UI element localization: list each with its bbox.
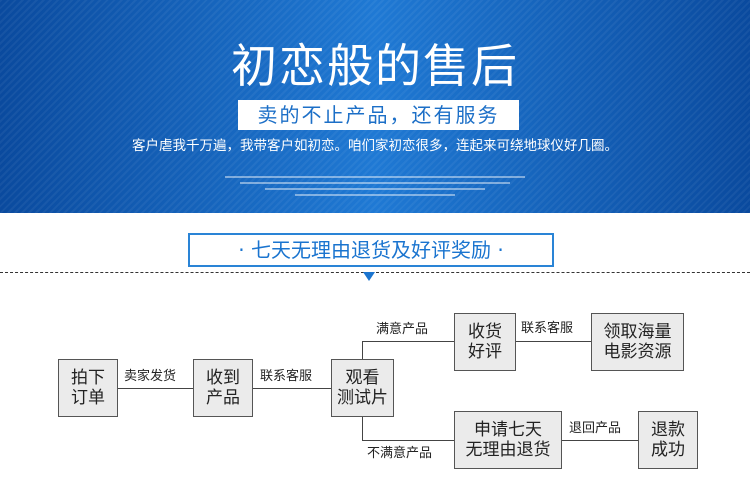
node-apply-return: 申请七天 无理由退货 bbox=[454, 411, 562, 469]
decorative-fine-text-line bbox=[0, 163, 750, 178]
node-refund-success-line-2: 成功 bbox=[651, 440, 685, 460]
node-good-review-line-1: 收货 bbox=[468, 322, 502, 342]
edge-label-satisfied: 满意产品 bbox=[376, 322, 429, 337]
banner-subtitle: 卖的不止产品，还有服务 bbox=[257, 103, 500, 127]
node-claim-reward-line-2: 电影资源 bbox=[603, 342, 672, 362]
connector-branch-vertical bbox=[362, 341, 363, 359]
section-heading: · 七天无理由退货及好评奖励 · bbox=[188, 233, 554, 267]
edge-label-seller-ship: 卖家发货 bbox=[124, 369, 177, 384]
node-refund-success-line-1: 退款 bbox=[651, 420, 685, 440]
banner-description: 客户虐我千万遍，我带客户如初恋。咱们家初恋很多，连起来可绕地球仪好几圈。 bbox=[132, 138, 618, 154]
node-place-order-line-2: 订单 bbox=[71, 388, 105, 408]
node-watch-test-film-line-2: 测试片 bbox=[337, 388, 388, 408]
node-receive-product-line-1: 收到 bbox=[206, 368, 240, 388]
node-refund-success: 退款 成功 bbox=[638, 411, 698, 469]
decorative-fine-text-line bbox=[0, 169, 750, 184]
node-apply-return-line-1: 申请七天 bbox=[474, 420, 542, 440]
edge-label-return-product: 退回产品 bbox=[569, 421, 622, 436]
connector-return-to-refund bbox=[562, 440, 638, 441]
node-claim-reward: 领取海量 电影资源 bbox=[591, 313, 684, 371]
node-claim-reward-line-1: 领取海量 bbox=[603, 322, 672, 342]
decorative-fine-text-line bbox=[0, 175, 750, 190]
node-receive-product: 收到 产品 bbox=[193, 359, 253, 417]
node-receive-product-line-2: 产品 bbox=[206, 388, 240, 408]
node-place-order: 拍下 订单 bbox=[58, 359, 118, 417]
connector-review-to-reward bbox=[516, 341, 591, 342]
connector-receive-to-watch bbox=[253, 388, 331, 389]
connector-to-apply-return bbox=[362, 440, 454, 441]
section-arrow-icon bbox=[363, 272, 375, 281]
banner-title: 初恋般的售后 bbox=[231, 39, 519, 93]
node-place-order-line-1: 拍下 bbox=[71, 368, 105, 388]
edge-label-contact-service: 联系客服 bbox=[521, 321, 574, 336]
banner-subtitle-box: 卖的不止产品，还有服务 bbox=[238, 100, 519, 130]
connector-order-to-receive bbox=[118, 388, 193, 389]
decorative-fine-text-line bbox=[0, 181, 750, 196]
node-good-review: 收货 好评 bbox=[454, 313, 516, 371]
node-watch-test-film: 观看 测试片 bbox=[331, 359, 394, 417]
section-divider bbox=[0, 272, 750, 273]
node-apply-return-line-2: 无理由退货 bbox=[465, 440, 551, 460]
connector-branch-vertical bbox=[362, 417, 363, 441]
node-good-review-line-2: 好评 bbox=[468, 342, 502, 362]
edge-label-contact-service: 联系客服 bbox=[260, 369, 313, 384]
node-watch-test-film-line-1: 观看 bbox=[345, 368, 380, 388]
connector-to-good-review bbox=[362, 341, 454, 342]
after-sales-banner: 初恋般的售后 卖的不止产品，还有服务 客户虐我千万遍，我带客户如初恋。咱们家初恋… bbox=[0, 0, 750, 213]
edge-label-unsatisfied: 不满意产品 bbox=[367, 446, 433, 461]
